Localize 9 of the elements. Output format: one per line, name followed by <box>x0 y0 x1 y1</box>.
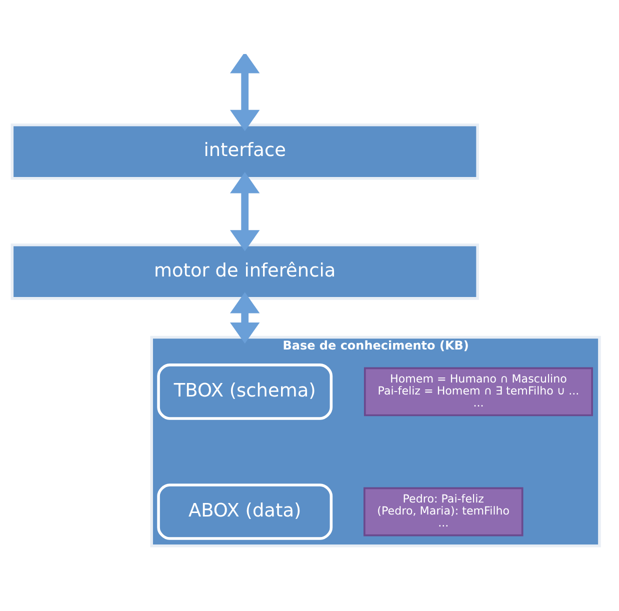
node-box: Homem = Humano ∩ Masculino Pai-feliz = Homem ∩ ∃ temFilho ∪ ... ... <box>364 367 593 416</box>
node-box: TBOX (schema) <box>157 364 333 420</box>
arrow <box>230 292 260 344</box>
node-box: interface <box>10 123 479 180</box>
node-box: Pedro: Pai-feliz (Pedro, Maria): temFilho ... <box>364 487 524 536</box>
node-box: ABOX (data) <box>157 484 333 540</box>
node-box: motor de inferência <box>10 244 479 300</box>
arrow <box>230 172 260 252</box>
arrow <box>230 54 260 132</box>
